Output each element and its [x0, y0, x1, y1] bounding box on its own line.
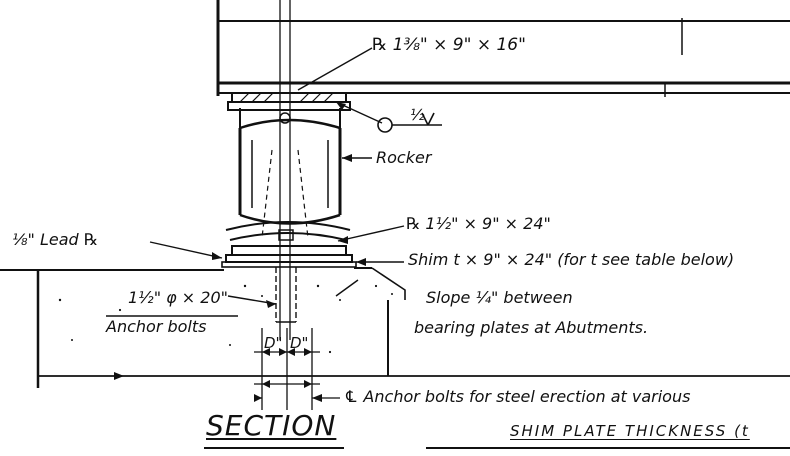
- top-plate-label: ℞ 1⅜" × 9" × 16": [372, 35, 526, 55]
- table-title: SHIM PLATE THICKNESS (t: [510, 422, 750, 440]
- anchor-name-label: Anchor bolts: [106, 317, 207, 336]
- slope-label-line1: Slope ¼" between: [426, 288, 573, 307]
- centerline-note: ℄ Anchor bolts for steel erection at var…: [344, 387, 691, 406]
- pin-and-hidden-lines: [261, 112, 309, 241]
- dimension-d-right: D": [290, 334, 309, 352]
- bearing-plate-label: ℞ 1½" × 9" × 24": [406, 214, 551, 233]
- abutment: [0, 267, 790, 388]
- weld-symbol-icon: [421, 112, 435, 126]
- anchor-bolts: [275, 267, 297, 323]
- anchor-size-label: 1½" φ × 20": [128, 288, 228, 307]
- leader-lines: [106, 47, 442, 317]
- slope-label-line2: bearing plates at Abutments.: [414, 318, 649, 337]
- weld-label: ½: [410, 106, 425, 124]
- lead-plate-label: ⅛" Lead ℞: [12, 230, 99, 249]
- rocker-label: Rocker: [376, 148, 432, 167]
- arrowheads: [114, 102, 366, 402]
- bottom-plates: [221, 245, 357, 268]
- top-bearing-plate: [227, 92, 351, 111]
- shim-label: Shim t × 9" × 24" (for t see table below…: [408, 250, 735, 269]
- rocker: [225, 108, 351, 241]
- dimension-d-left: D": [264, 334, 283, 352]
- section-title: SECTION: [206, 409, 337, 442]
